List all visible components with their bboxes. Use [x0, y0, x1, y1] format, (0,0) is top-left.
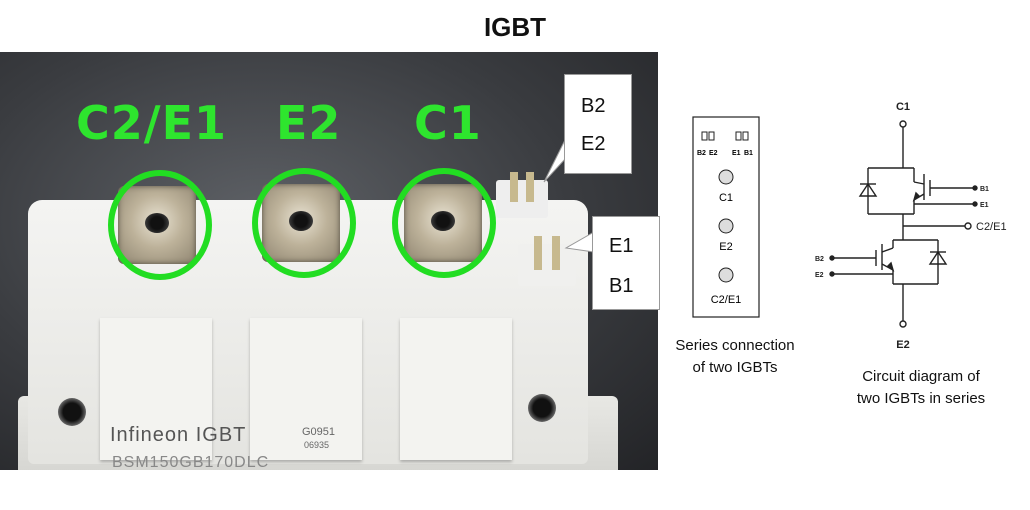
terminal-label-c1: C1: [719, 192, 733, 204]
pin-e1: E1: [732, 150, 741, 157]
brand-text: Infineon IGBT: [110, 424, 247, 446]
circuit-label-e1: E1: [980, 202, 989, 209]
label-c2e1: C2/E1: [76, 96, 227, 150]
callout-e1-b1: E1 B1: [592, 216, 660, 310]
callout-b2: B2: [581, 95, 606, 117]
circuit-label-b2: B2: [815, 256, 824, 263]
highlight-ring-c2e1: [108, 170, 212, 280]
gate-connector-top: [496, 172, 548, 218]
circuit-label-c1: C1: [896, 101, 910, 113]
highlight-ring-c1: [392, 168, 496, 278]
terminal-label-e2: E2: [719, 241, 732, 253]
pin-b1: B1: [744, 150, 753, 157]
label-c1: C1: [414, 96, 482, 150]
gate-connector-bottom: [518, 236, 576, 286]
pin-b2: B2: [697, 150, 706, 157]
pin-e2: E2: [709, 150, 718, 157]
series-caption: Series connection of two IGBTs: [660, 335, 810, 379]
model-text: BSM150GB170DLC: [112, 454, 270, 470]
mounting-hole-left: [58, 398, 86, 426]
circuit-caption-line2: two IGBTs in series: [856, 390, 986, 407]
label-e2: E2: [276, 96, 342, 150]
circuit-label-e2-gate: E2: [815, 272, 824, 279]
circuit-label-e2: E2: [896, 339, 909, 351]
page-title: IGBT: [483, 12, 547, 42]
callout-b1: B1: [609, 275, 634, 297]
code-text: G0951: [302, 426, 336, 438]
terminal-label-c2e1: C2/E1: [711, 294, 742, 306]
highlight-ring-e2: [252, 168, 356, 278]
terminal-block-c2e1: [100, 318, 212, 460]
circuit-caption: Circuit diagram of two IGBTs in series: [836, 366, 1006, 410]
subcode-text: 06935: [304, 440, 330, 450]
callout-e2: E2: [581, 133, 606, 155]
callout-b2-e2: B2 E2: [564, 74, 632, 174]
igbt-module-photo: C2/E1 E2 C1 Infineon IGBT BSM150GB170DLC…: [0, 52, 658, 470]
series-caption-line1: Series connection: [675, 337, 795, 354]
mounting-hole-right: [528, 394, 556, 422]
circuit-label-c2e1: C2/E1: [976, 221, 1007, 233]
callout-e1: E1: [609, 235, 634, 257]
series-caption-line2: of two IGBTs: [692, 359, 778, 376]
terminal-block-e2: [250, 318, 362, 460]
circuit-caption-line1: Circuit diagram of: [862, 368, 980, 385]
terminal-block-c1: [400, 318, 512, 460]
circuit-label-b1: B1: [980, 186, 989, 193]
